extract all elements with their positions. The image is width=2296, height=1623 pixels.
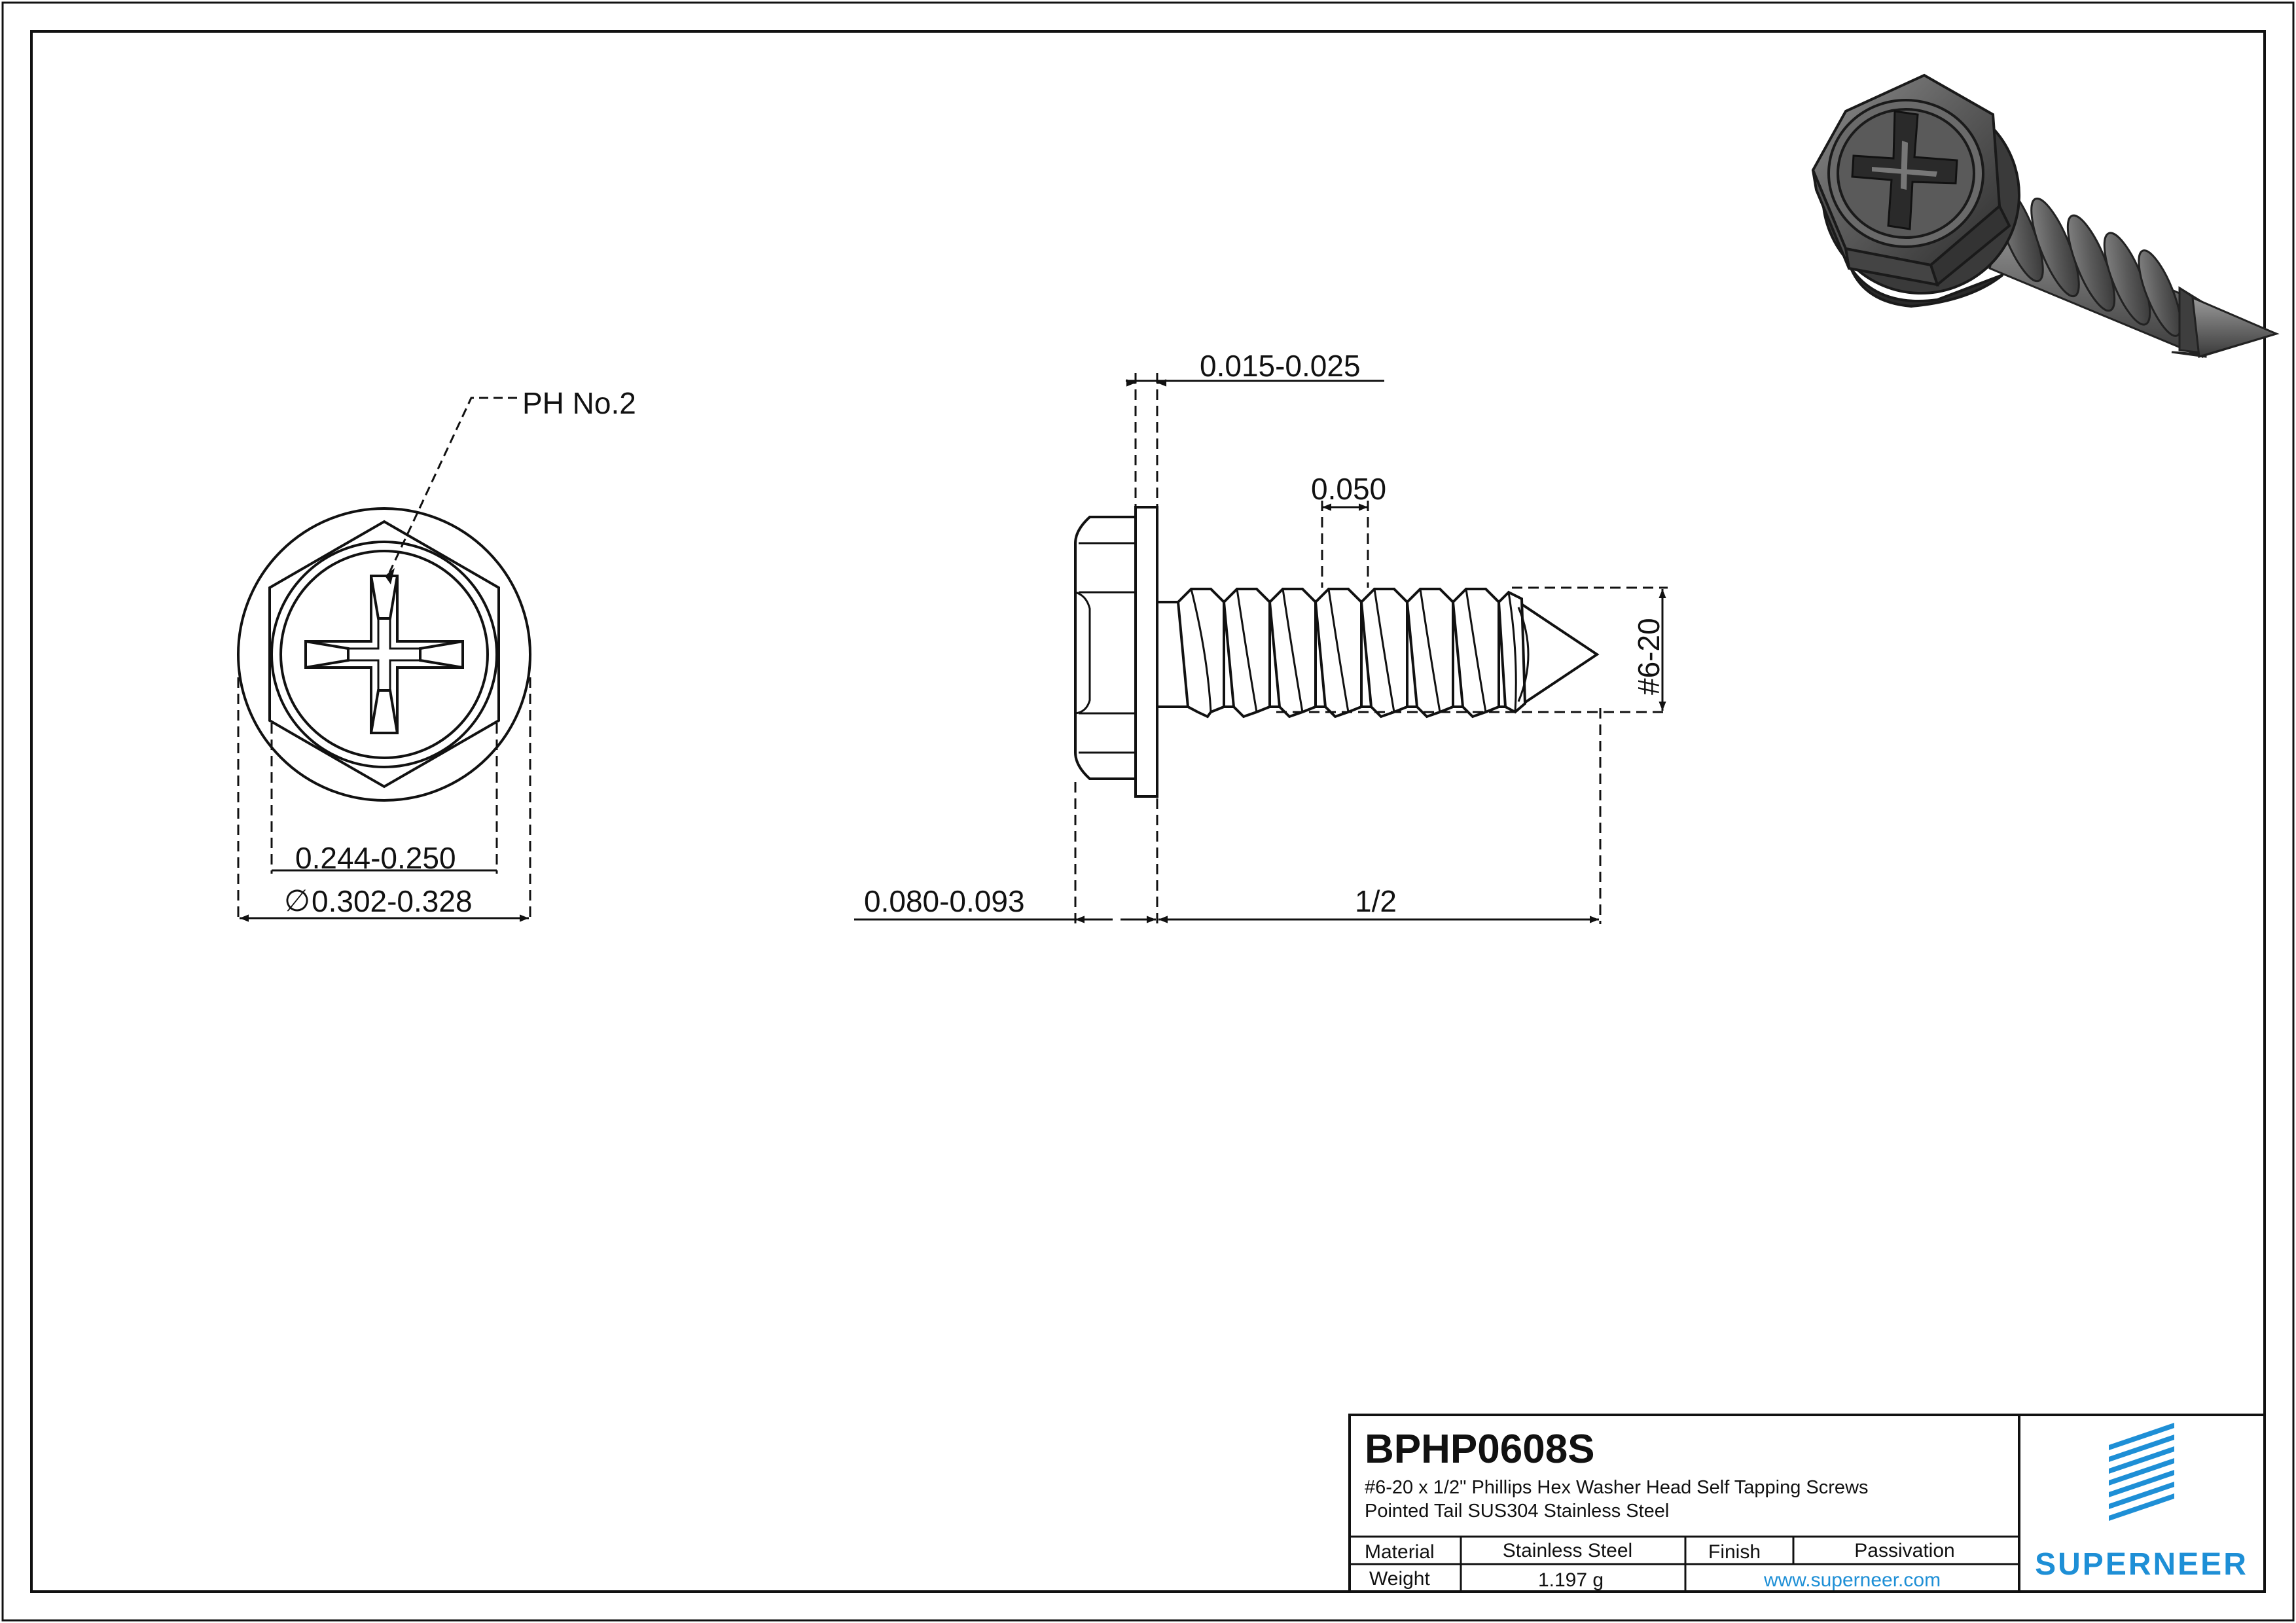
washer-diameter-dimension: 0.302-0.328: [312, 884, 473, 918]
description-line-1: #6-20 x 1/2" Phillips Hex Washer Head Se…: [1365, 1477, 1869, 1498]
length-dimension: 1/2: [1355, 884, 1397, 918]
screw-3d-render: [1811, 73, 2280, 359]
drawing-frame: [30, 30, 2266, 1593]
brand-name: SUPERNEER: [2035, 1547, 2248, 1582]
material-value: Stainless Steel: [1503, 1540, 1632, 1561]
weight-label: Weight: [1369, 1568, 1430, 1590]
side-view-extension-lines: [1074, 373, 1668, 924]
superneer-logo-icon: [2109, 1423, 2174, 1521]
thread-helix-lines: [1190, 588, 1530, 713]
phillips-recess-icon: [304, 575, 464, 734]
diameter-symbol-icon: ∅: [284, 883, 310, 918]
pitch-dimension: 0.050: [1311, 472, 1386, 506]
hex-head-side: [1074, 516, 1137, 780]
weight-value: 1.197 g: [1538, 1569, 1604, 1591]
washer-flange-side: [1134, 506, 1158, 798]
part-number: BPHP0608S: [1365, 1427, 1595, 1472]
drive-label: PH No.2: [522, 386, 636, 420]
render-head: [1811, 73, 2020, 308]
finish-label: Finish: [1708, 1541, 1761, 1563]
recess-circle: [279, 550, 489, 759]
head-height-dimension: 0.080-0.093: [864, 884, 1025, 918]
washer-thickness-dimension: 0.015-0.025: [1200, 349, 1361, 383]
hex-head-outline: [268, 520, 500, 789]
website-link[interactable]: www.superneer.com: [1763, 1569, 1941, 1591]
hex-chamfer-circle: [270, 541, 498, 768]
head-top-view: [237, 507, 531, 802]
drive-leader: [385, 397, 517, 584]
render-phillips-icon: [1851, 110, 1958, 230]
title-block: [1348, 1414, 2266, 1593]
thread-crests: [1176, 588, 1527, 719]
material-label: Material: [1365, 1541, 1435, 1563]
render-threads: [1988, 182, 2280, 359]
thread-size-dimension: #6-20: [1632, 618, 1666, 695]
description-line-2: Pointed Tail SUS304 Stainless Steel: [1365, 1501, 1669, 1522]
finish-value: Passivation: [1854, 1540, 1954, 1561]
washer-outline: [237, 507, 531, 802]
top-view-extension-lines: [237, 677, 531, 923]
hex-flats-dimension: 0.244-0.250: [295, 841, 456, 875]
